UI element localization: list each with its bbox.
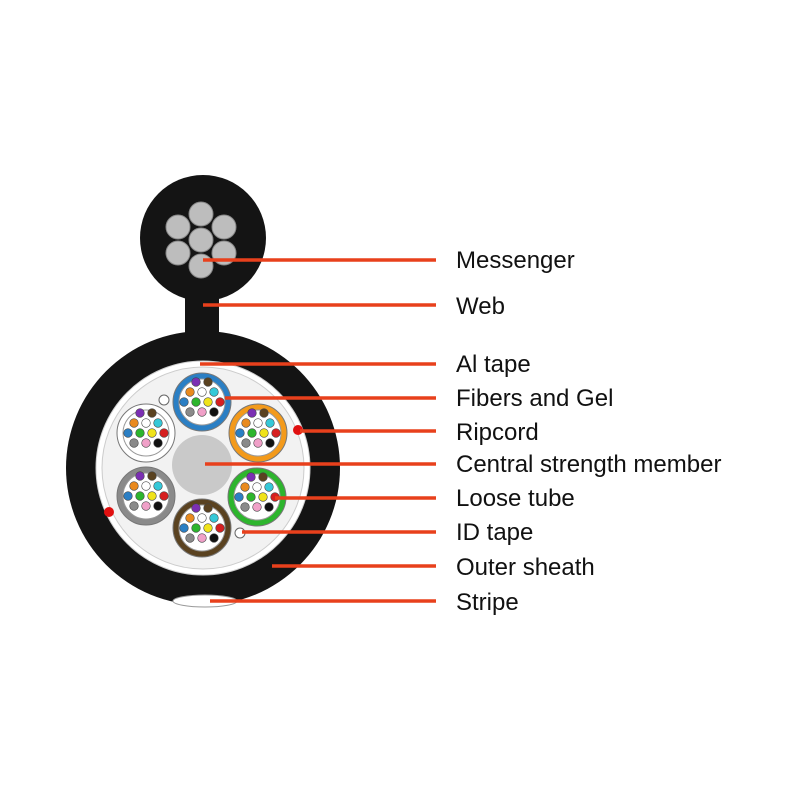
fiber: [179, 397, 189, 407]
fiber: [203, 503, 213, 513]
id-tape-marker-top: [158, 394, 170, 406]
fiber: [271, 428, 281, 438]
fiber: [240, 502, 250, 512]
fiber: [215, 523, 225, 533]
fiber: [235, 428, 245, 438]
label-id-tape: ID tape: [456, 519, 533, 546]
fiber: [191, 523, 201, 533]
fiber: [147, 471, 157, 481]
fiber: [258, 472, 268, 482]
fiber: [203, 523, 213, 533]
fiber: [135, 491, 145, 501]
fiber: [247, 408, 257, 418]
fiber: [185, 513, 195, 523]
fiber: [153, 501, 163, 511]
fiber: [252, 502, 262, 512]
fiber: [159, 491, 169, 501]
fiber: [241, 438, 251, 448]
leader-lines: [200, 258, 436, 603]
fiber: [147, 491, 157, 501]
fiber: [197, 513, 207, 523]
fiber: [253, 438, 263, 448]
fiber: [240, 482, 250, 492]
fiber: [264, 502, 274, 512]
label-al-tape: Al tape: [456, 351, 531, 378]
fiber: [197, 533, 207, 543]
fiber: [129, 501, 139, 511]
fiber: [247, 428, 257, 438]
fiber: [264, 482, 274, 492]
fiber: [209, 513, 219, 523]
fiber: [259, 428, 269, 438]
fiber: [265, 438, 275, 448]
fiber: [129, 438, 139, 448]
fiber: [135, 428, 145, 438]
label-messenger: Messenger: [456, 247, 575, 274]
fiber: [209, 533, 219, 543]
fiber: [203, 377, 213, 387]
fiber: [209, 387, 219, 397]
fiber: [252, 482, 262, 492]
fiber: [123, 428, 133, 438]
fiber: [259, 408, 269, 418]
central-strength-member: [172, 435, 232, 495]
fiber: [203, 397, 213, 407]
fiber: [135, 408, 145, 418]
fiber: [147, 408, 157, 418]
fiber: [191, 503, 201, 513]
fiber: [185, 533, 195, 543]
fiber: [153, 481, 163, 491]
fiber: [197, 387, 207, 397]
fiber: [215, 397, 225, 407]
fiber: [129, 481, 139, 491]
fiber: [185, 387, 195, 397]
fiber: [141, 438, 151, 448]
fiber: [153, 438, 163, 448]
label-web: Web: [456, 293, 505, 320]
fiber: [197, 407, 207, 417]
fiber: [159, 428, 169, 438]
label-ripcord: Ripcord: [456, 419, 539, 446]
fiber: [135, 471, 145, 481]
fiber: [234, 492, 244, 502]
fiber: [246, 492, 256, 502]
fiber: [265, 418, 275, 428]
label-outer-sheath: Outer sheath: [456, 554, 595, 581]
label-stripe: Stripe: [456, 589, 519, 616]
fiber: [191, 397, 201, 407]
fiber: [191, 377, 201, 387]
fiber: [123, 491, 133, 501]
fiber: [141, 481, 151, 491]
fiber: [141, 418, 151, 428]
fiber: [241, 418, 251, 428]
loose-tubes: [116, 372, 288, 558]
fiber: [253, 418, 263, 428]
label-loose-tube: Loose tube: [456, 485, 575, 512]
fiber: [129, 418, 139, 428]
label-fibers-gel: Fibers and Gel: [456, 385, 613, 412]
messenger-wires: [165, 201, 237, 279]
fiber: [209, 407, 219, 417]
fiber: [147, 428, 157, 438]
ripcord-marker-left: [104, 507, 114, 517]
fiber: [141, 501, 151, 511]
fiber: [246, 472, 256, 482]
label-central-member: Central strength member: [456, 451, 721, 478]
fiber: [179, 523, 189, 533]
fiber: [185, 407, 195, 417]
fiber: [258, 492, 268, 502]
fiber: [153, 418, 163, 428]
